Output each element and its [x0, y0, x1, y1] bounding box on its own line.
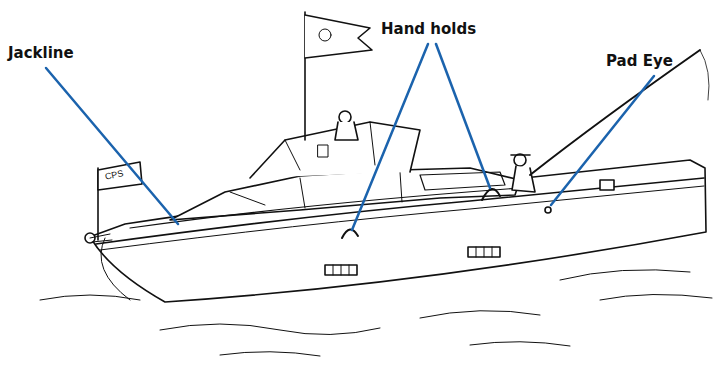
leader-line [352, 44, 428, 230]
leader-line [551, 76, 654, 205]
leader-line [436, 44, 490, 188]
part-label: Pad Eye [606, 52, 673, 70]
leader-line [46, 68, 178, 224]
part-label: Jackline [8, 44, 74, 62]
part-label: Hand holds [381, 20, 476, 38]
